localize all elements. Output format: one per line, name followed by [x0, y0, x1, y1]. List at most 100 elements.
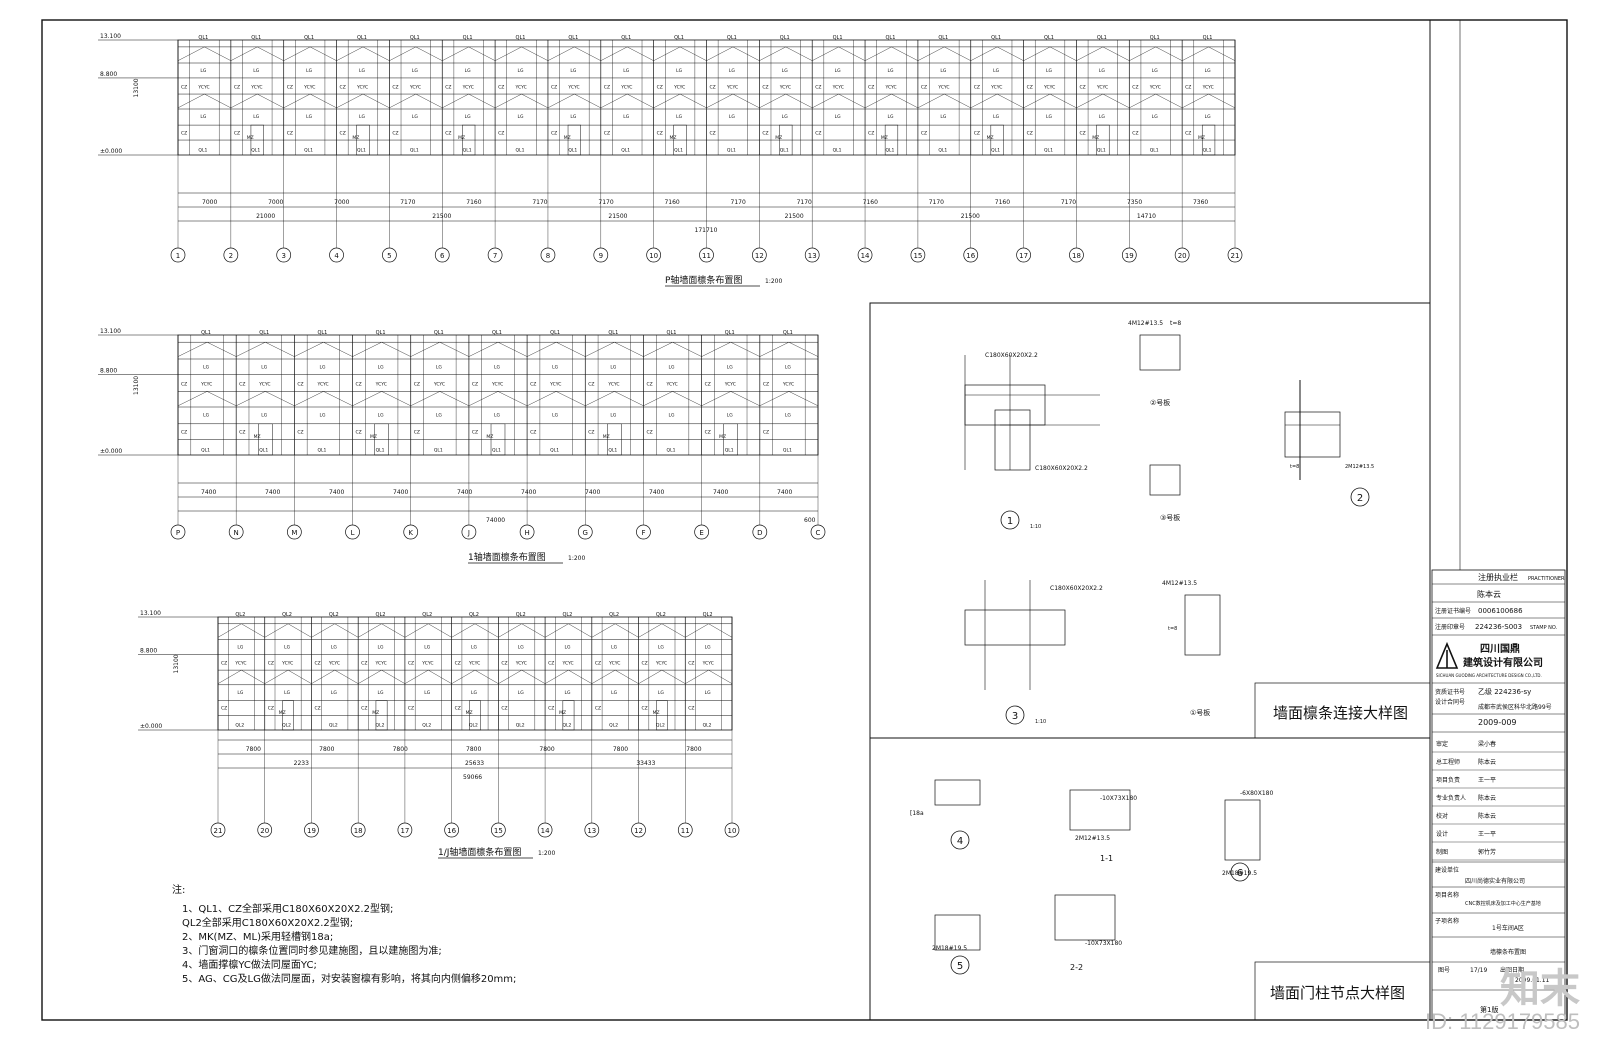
- member-label: CZ: [642, 660, 648, 666]
- axis-bubble: [434, 247, 450, 263]
- detail-bubble: [1005, 705, 1025, 725]
- member-label: LG: [611, 690, 618, 696]
- member-label: QL1: [317, 447, 326, 453]
- project-label: 项目名称: [1435, 891, 1459, 899]
- member-label: CZ: [1132, 84, 1138, 90]
- member-label: QL1: [463, 35, 473, 41]
- member-label: LG: [253, 114, 260, 120]
- span-dimension: 7170: [598, 199, 613, 206]
- member-label: LG: [359, 68, 366, 74]
- member-label: YCYC: [375, 381, 387, 387]
- axis-bubble: [170, 524, 186, 540]
- elevation-title: 1/J轴墙面檩条布置图: [438, 846, 521, 858]
- brace-chevron: [970, 93, 1024, 109]
- member-label: CZ: [763, 429, 769, 435]
- axis-label: G: [583, 529, 588, 537]
- member-label: LG: [237, 645, 244, 651]
- member-label: MZ: [987, 135, 994, 141]
- span-dimension: 7360: [1193, 199, 1208, 206]
- member-label: LG: [610, 413, 617, 419]
- brace-chevron: [864, 93, 918, 109]
- axis-bubble: [170, 247, 186, 263]
- member-label: LG: [203, 413, 210, 419]
- span-dimension: 7400: [329, 489, 344, 496]
- member-label: CZ: [595, 706, 601, 712]
- member-label: CZ: [414, 429, 420, 435]
- member-label: YCYC: [250, 84, 262, 90]
- brace-chevron: [1182, 46, 1236, 61]
- member-label: LG: [835, 114, 842, 120]
- member-label: QL1: [991, 35, 1001, 41]
- axis-label: 8: [546, 252, 550, 260]
- member-label: LG: [412, 68, 419, 74]
- brace-chevron: [352, 341, 411, 357]
- project-no: 2009-009: [1478, 718, 1517, 727]
- member-label: YCYC: [328, 660, 340, 666]
- channel-section: [934, 779, 981, 806]
- door-opening: [567, 124, 581, 156]
- member-label: CZ: [763, 381, 769, 387]
- member-label: QL1: [621, 148, 630, 154]
- member-label: CZ: [646, 429, 652, 435]
- member-label: QL1: [1150, 35, 1160, 41]
- elevation-label: 8.800: [100, 71, 117, 78]
- subtotal-dimension: 33433: [636, 760, 655, 767]
- member-label: CZ: [815, 84, 821, 90]
- axis-label: 12: [755, 252, 764, 260]
- brace-chevron: [701, 391, 760, 406]
- plate-b: [1224, 799, 1261, 861]
- brace-chevron: [336, 46, 390, 61]
- member-label: YCYC: [197, 84, 209, 90]
- member-label: MZ: [719, 434, 726, 440]
- member-label: YCYC: [433, 381, 445, 387]
- member-label: QL1: [568, 148, 577, 154]
- project: CNC数控机床及加工中心生产基地: [1465, 900, 1541, 907]
- axis-label: 16: [966, 252, 975, 260]
- brace-chevron: [706, 46, 760, 61]
- elevation-label: ±0.000: [100, 148, 122, 155]
- member-label: LG: [705, 690, 712, 696]
- plate-a: [1054, 894, 1116, 941]
- axis-label: P: [176, 529, 180, 537]
- brace-chevron: [917, 46, 971, 61]
- axis-bubble: [444, 822, 459, 838]
- axis-bubble: [1069, 247, 1084, 263]
- member-label: LG: [1046, 114, 1053, 120]
- total-height: 13100: [173, 654, 180, 673]
- member-label: YCYC: [655, 660, 667, 666]
- subtotal-dimension: 25633: [465, 760, 484, 767]
- member-label: QL1: [550, 330, 560, 336]
- member-label: LG: [1205, 68, 1212, 74]
- member-label: MZ: [370, 434, 377, 440]
- member-label: QL1: [550, 447, 559, 453]
- brace-chevron: [451, 669, 499, 684]
- axis-bubble: [1121, 247, 1137, 263]
- plate-callout: -6X80X180: [1240, 790, 1273, 797]
- total-dimension: 74000: [486, 517, 505, 524]
- member-label: YCYC: [884, 84, 896, 90]
- member-label: CZ: [501, 706, 507, 712]
- member-label: LG: [570, 114, 577, 120]
- axis-label: 21: [214, 827, 223, 835]
- member-label: YCYC: [990, 84, 1002, 90]
- member-label: YCYC: [468, 660, 480, 666]
- member-label: CZ: [445, 130, 451, 136]
- brace-chevron: [294, 341, 353, 357]
- member-label: LG: [465, 114, 472, 120]
- brace-chevron: [410, 341, 469, 357]
- detail-title: 墙面檩条连接大样图: [1273, 704, 1408, 722]
- member-label: CZ: [498, 130, 504, 136]
- span-dimension: 7400: [265, 489, 280, 496]
- member-label: CZ: [1027, 130, 1033, 136]
- axis-bubble: [1227, 247, 1243, 263]
- door-opening: [656, 700, 668, 731]
- brace-chevron: [1182, 93, 1236, 109]
- axis-label: 17: [400, 827, 409, 835]
- brace-chevron: [1129, 46, 1183, 61]
- axis-label: 15: [494, 827, 503, 835]
- member-label: LG: [993, 68, 1000, 74]
- member-label: CZ: [472, 381, 478, 387]
